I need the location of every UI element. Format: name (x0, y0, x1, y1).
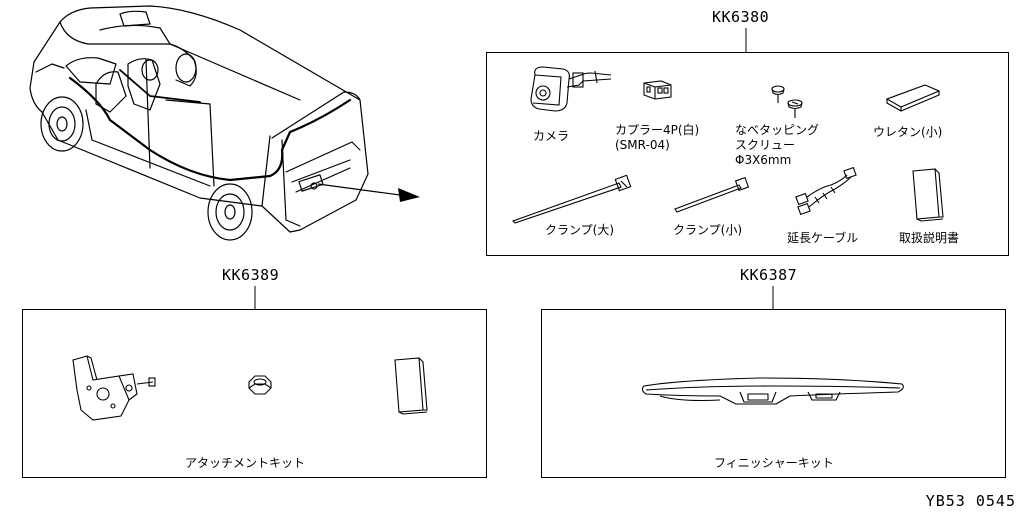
tapping-screw-label-line2: スクリュー (735, 138, 796, 152)
extension-cable-label: 延長ケーブル (787, 231, 859, 245)
camera-icon (530, 66, 612, 112)
camera-label: カメラ (533, 129, 570, 143)
attachment-kit-leader (254, 286, 256, 310)
finisher-kit-box: フィニッシャーキット (541, 309, 1006, 478)
coupler-icon (643, 80, 672, 100)
tapping-screw-icon (771, 85, 803, 118)
coupler-label: カプラー4P(白) (SMR-04) (615, 123, 699, 153)
clamp-large-icon (511, 174, 632, 224)
finisher-garnish-icon (641, 377, 904, 405)
urethane-pad-icon (885, 84, 941, 112)
attachment-kit-label: アタッチメントキット (185, 456, 306, 470)
bracket-icon (72, 355, 156, 421)
clamp-small-icon (674, 176, 750, 213)
finisher-kit-label: フィニッシャーキット (714, 456, 834, 470)
finisher-kit-code: KK6387 (740, 266, 798, 284)
urethane-label: ウレタン(小) (873, 125, 943, 139)
clamp-small-label: クランプ(小) (673, 223, 743, 237)
camera-kit-leader (745, 28, 747, 52)
attachment-kit-code: KK6389 (222, 266, 280, 284)
camera-kit-code: KK6380 (712, 8, 770, 26)
reference-number: YB53 0545 (925, 492, 1016, 510)
coupler-label-line2: (SMR-04) (615, 138, 670, 152)
finisher-kit-leader (772, 286, 774, 310)
nut-icon (248, 375, 272, 395)
tapping-screw-label-line3: Φ3X6mm (735, 153, 792, 167)
camera-kit-box: カメラ カプラー4P(白) (SMR-04) なべタッピング スクリュー Φ3X (486, 52, 1009, 256)
tapping-screw-label-line1: なべタッピング (735, 123, 820, 137)
tapping-screw-label: なべタッピング スクリュー Φ3X6mm (735, 123, 819, 168)
manual-label: 取扱説明書 (899, 231, 960, 245)
vehicle-illustration (29, 5, 420, 241)
coupler-label-line1: カプラー4P(白) (615, 123, 700, 137)
manual-icon (912, 168, 944, 222)
attachment-manual-icon (394, 357, 428, 415)
attachment-kit-box: アタッチメントキット (22, 309, 487, 478)
clamp-large-label: クランプ(大) (545, 223, 615, 237)
extension-cable-icon (795, 166, 857, 216)
